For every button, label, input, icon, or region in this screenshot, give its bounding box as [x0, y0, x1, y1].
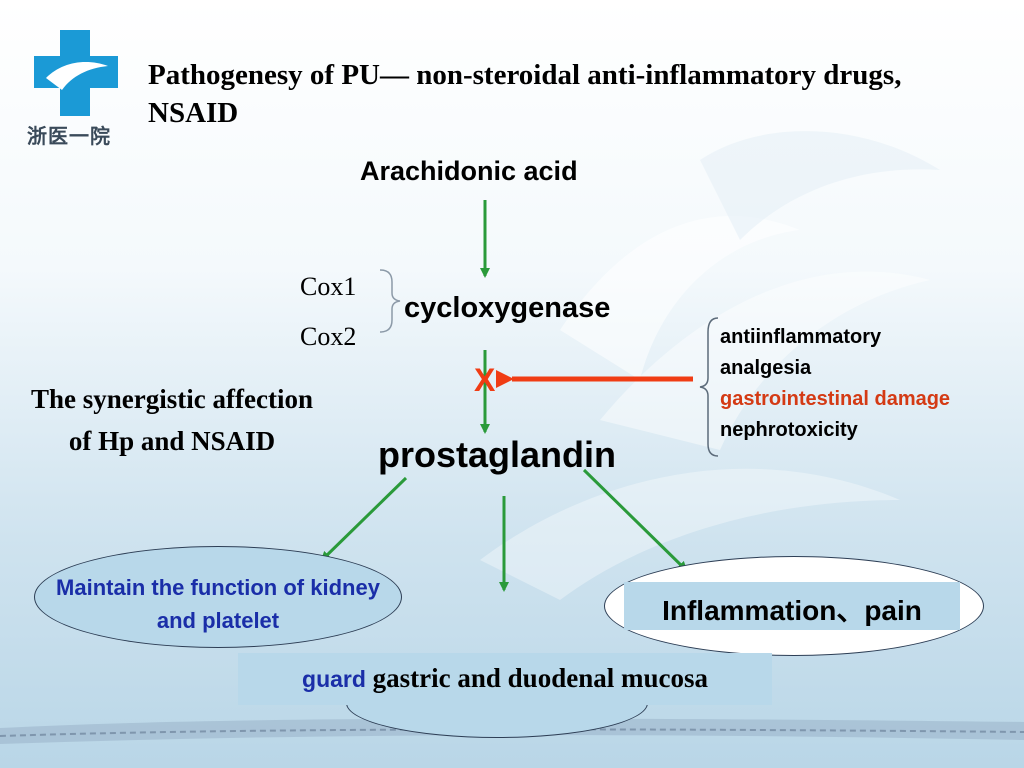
prostaglandin-label: prostaglandin — [378, 434, 617, 475]
slide-title: Pathogenesy of PU— non-steroidal anti-in… — [148, 59, 902, 129]
arachidonic-acid-label: Arachidonic acid — [360, 156, 578, 186]
arrow-pg-to-inflammation — [582, 468, 688, 572]
mucosa-phrase: gastric and duodenal mucosa — [365, 663, 708, 693]
effects-brace — [699, 317, 719, 457]
effects-list: antiinflammatory analgesia gastrointesti… — [720, 322, 950, 446]
guard-word: guard — [302, 666, 366, 692]
inhibit-mark: X — [474, 362, 496, 398]
inflammation-pain-box: Inflammation、pain — [624, 582, 960, 630]
synergy-text: The synergistic affection of Hp and NSAI… — [31, 384, 313, 456]
cox1-label: Cox1 — [300, 272, 357, 301]
effect-item: gastrointestinal damage — [720, 388, 951, 410]
inflammation-pain-text: Inflammation、pain — [662, 595, 922, 626]
cross-logo-icon — [34, 30, 118, 116]
effect-item: analgesia — [720, 357, 812, 379]
kidney-platelet-oval: Maintain the function of kidney and plat… — [34, 546, 402, 648]
effect-item: nephrotoxicity — [720, 419, 858, 441]
effect-item: antiinflammatory — [720, 326, 882, 348]
cox2-label: Cox2 — [300, 322, 357, 351]
kidney-platelet-text: Maintain the function of kidney and plat… — [56, 575, 380, 633]
logo-text: 浙医一院 — [27, 126, 111, 148]
cyclooxygenase-label: cycloxygenase — [404, 292, 611, 324]
cox-brace — [379, 269, 401, 333]
arrow-pg-to-kidney — [320, 476, 408, 562]
mucosa-text: guard gastric and duodenal mucosa — [238, 663, 772, 694]
mucosa-box: guard gastric and duodenal mucosa — [238, 653, 772, 705]
